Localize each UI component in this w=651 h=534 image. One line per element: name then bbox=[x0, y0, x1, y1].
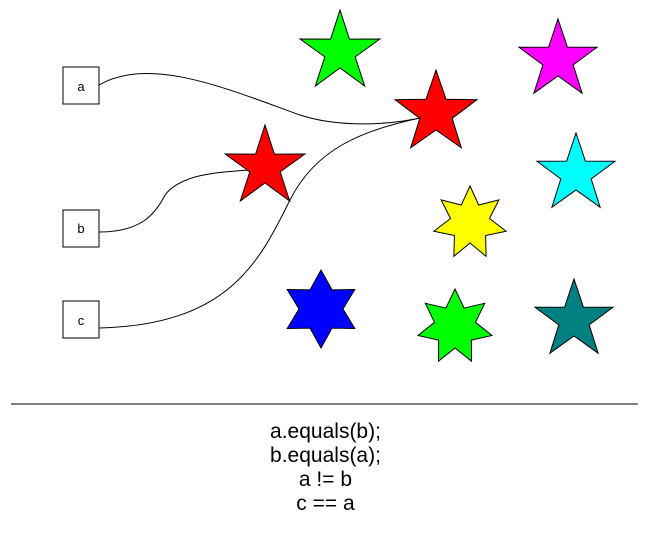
code-line: c == a bbox=[296, 492, 355, 515]
variable-label-a: a bbox=[77, 79, 85, 94]
star-teal bbox=[533, 277, 615, 355]
code-block: a.equals(b); b.equals(a); a != b c == a bbox=[0, 420, 651, 516]
star-magenta bbox=[517, 17, 599, 95]
variable-label-b: b bbox=[77, 221, 84, 236]
variable-box-a: a bbox=[62, 66, 100, 105]
star-blue bbox=[286, 268, 356, 350]
reference-line-c bbox=[98, 116, 426, 329]
reference-line-b bbox=[98, 169, 251, 233]
star-red-left bbox=[223, 123, 307, 203]
star-green-bottom bbox=[416, 287, 494, 363]
code-line: b.equals(a); bbox=[270, 444, 381, 467]
star-yellow bbox=[432, 184, 508, 258]
variable-box-b: b bbox=[62, 209, 100, 248]
star-cyan bbox=[535, 131, 617, 209]
star-red-center bbox=[393, 68, 479, 150]
reference-line-a bbox=[98, 72, 426, 125]
variable-label-c: c bbox=[78, 313, 85, 328]
variable-box-c: c bbox=[62, 300, 100, 339]
star-green-top bbox=[298, 8, 382, 88]
code-line: a.equals(b); bbox=[270, 420, 381, 443]
code-line: a != b bbox=[298, 468, 353, 491]
